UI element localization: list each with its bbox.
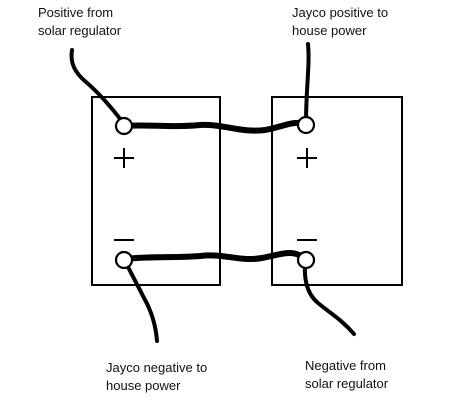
label-line: house power (106, 378, 181, 393)
label-line: Jayco negative to (106, 360, 208, 375)
label-jayco-negative-to-house-power: Jayco negative to house power (106, 359, 207, 395)
right-negative-terminal (296, 250, 316, 270)
left-plus-sign (114, 148, 134, 168)
negative-link-cable (121, 250, 309, 263)
label-line: Negative from (305, 358, 386, 373)
label-line: Jayco positive to (292, 5, 389, 20)
solar-positive-lead (69, 48, 126, 126)
positive-link-cable (121, 119, 309, 134)
left-positive-terminal (114, 116, 134, 136)
label-jayco-positive-to-house-power: Jayco positive to house power (292, 4, 388, 40)
house-negative-lead (122, 257, 159, 343)
label-line: house power (292, 23, 367, 38)
label-line: Positive from (38, 5, 114, 20)
label-line: solar regulator (38, 23, 122, 38)
label-negative-from-solar-regulator: Negative from solar regulator (305, 357, 388, 393)
label-positive-from-solar-regulator: Positive from solar regulator (38, 4, 121, 40)
left-negative-terminal (114, 250, 134, 270)
right-positive-terminal (296, 115, 316, 135)
solar-negative-lead (302, 257, 356, 336)
right-plus-sign (297, 148, 317, 168)
house-positive-lead (304, 42, 311, 126)
label-line: solar regulator (305, 376, 389, 391)
